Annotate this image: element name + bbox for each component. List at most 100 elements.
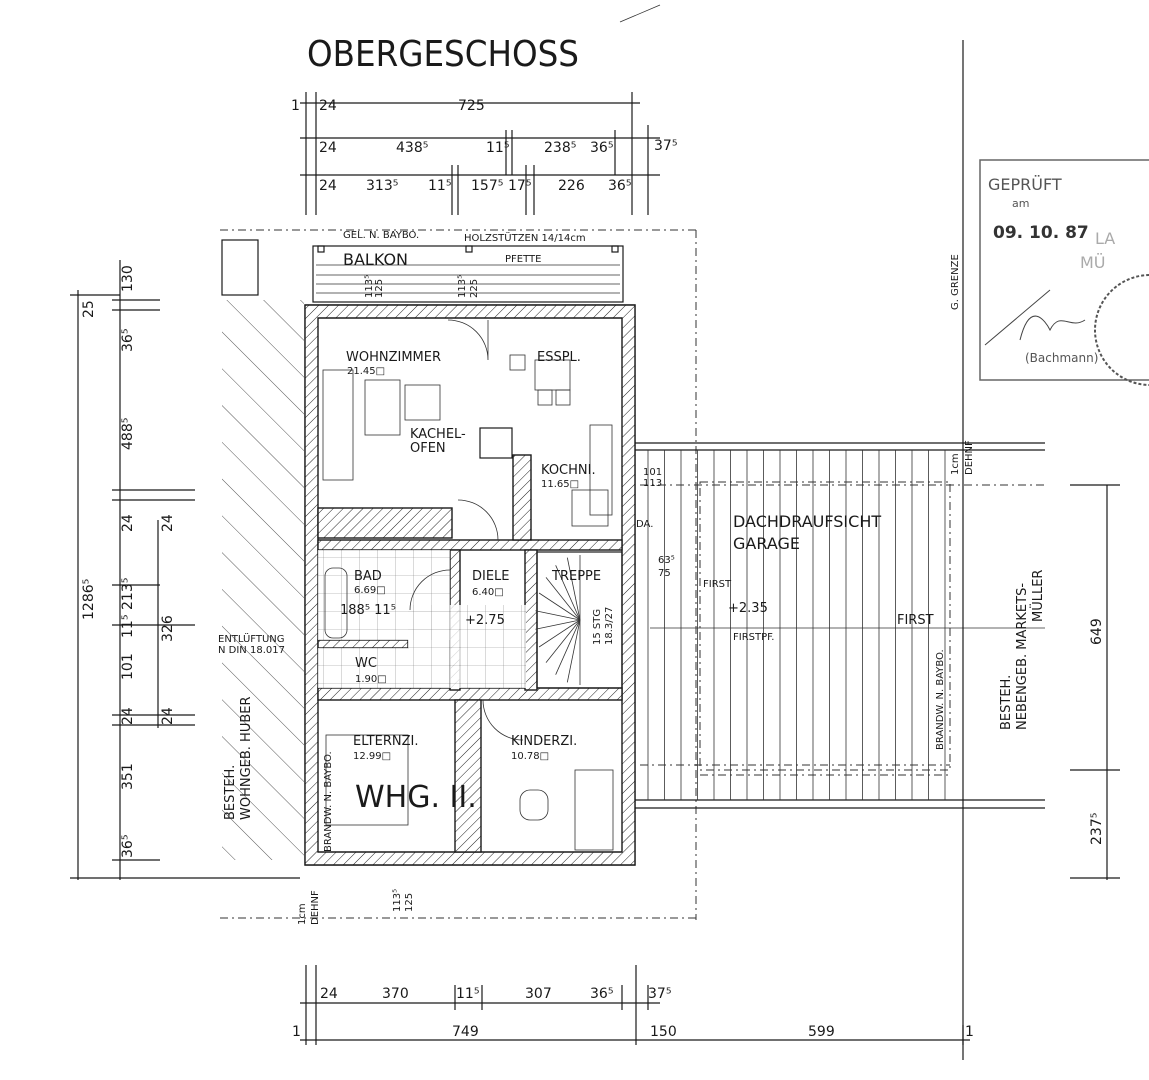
dim-label: 1 xyxy=(291,98,300,114)
pencil-mark xyxy=(619,4,661,23)
dim-label: 130 xyxy=(120,265,136,292)
stair-step xyxy=(545,577,581,621)
dim-label: GEPRÜFT xyxy=(988,175,1062,194)
dim-label: 113 xyxy=(643,478,662,489)
dim-label: 36⁵ xyxy=(120,835,136,858)
neighbor-building-hatch xyxy=(222,300,304,860)
neighbor-label: BESTEH. xyxy=(223,765,238,820)
wc-tiles xyxy=(318,648,408,688)
ridge-label: FIRST xyxy=(703,579,732,590)
dim-label: 36⁵ xyxy=(120,329,136,352)
dim-label: 113⁵ xyxy=(457,275,468,298)
dim-label: 307 xyxy=(525,986,552,1002)
dim-label: 237⁵ xyxy=(1089,813,1105,845)
dim-label: 125 xyxy=(374,279,385,298)
room-area: 11.65□ xyxy=(541,479,579,490)
dim-label: 36⁵ xyxy=(590,140,613,156)
stair-steps xyxy=(535,555,581,685)
dim-label: 24 xyxy=(319,98,337,114)
dim-label: 157⁵ xyxy=(471,178,503,194)
room-name: ELTERNZI. xyxy=(353,734,418,749)
dim-label: 24 xyxy=(120,514,136,532)
room-name: DIELE xyxy=(472,569,510,584)
hall-tiles xyxy=(408,605,526,688)
dim-label: 63⁵ xyxy=(658,555,675,566)
dim-label: 24 xyxy=(160,514,176,532)
seal xyxy=(1094,274,1149,386)
vent-note: ENTLÜFTUNG xyxy=(218,632,285,645)
dim-label: 488⁵ xyxy=(120,418,136,450)
room-name: WOHNZIMMER xyxy=(346,350,441,365)
dim-label: 25 xyxy=(81,300,97,318)
floor-level: +2.75 xyxy=(465,613,505,628)
firewall-label: BRANDW. N. BAYBO. xyxy=(935,649,946,750)
boundary-label: G. GRENZE xyxy=(950,254,961,310)
room-labels: WOHNZIMMER 21.45□ ESSPL. KACHEL- OFEN KO… xyxy=(340,350,615,815)
stair-steps-label: 15 STG xyxy=(592,609,603,645)
stair-step xyxy=(538,592,581,621)
dim-label: 438⁵ xyxy=(396,140,428,156)
dim-label: 24 xyxy=(319,178,337,194)
room-area: 6.69□ xyxy=(354,585,386,596)
dim-label: 17⁵ xyxy=(508,178,531,194)
neighbor-label: BESTEH. xyxy=(999,675,1014,730)
ridge-purlin-label: FIRSTPF. xyxy=(733,632,774,643)
dim-label: 351 xyxy=(120,763,136,790)
room-name: KINDERZI. xyxy=(511,734,577,749)
room-name: BAD xyxy=(354,569,382,584)
dim-label: 11⁵ xyxy=(428,178,451,194)
dim-label: 113⁵ xyxy=(364,275,375,298)
dim-label: 313⁵ xyxy=(366,178,398,194)
balcony-label: BALKON xyxy=(343,250,408,269)
dim-label: 24 xyxy=(120,707,136,725)
dim-label: 370 xyxy=(382,986,409,1002)
balcony: GEL. N. BAYBO. HOLZSTÜTZEN 14/14cm BALKO… xyxy=(312,230,624,303)
dim-label: 238⁵ xyxy=(544,140,576,156)
room-name: KOCHNI. xyxy=(541,463,596,478)
staircase xyxy=(536,551,623,689)
stair-step xyxy=(555,565,581,621)
stair-step xyxy=(535,619,581,630)
room-area: 12.99□ xyxy=(353,751,391,762)
dim-label: 24 xyxy=(160,707,176,725)
top-dimension-chain: 1 24 725 24 438⁵ 11⁵ 238⁵ 36⁵ 37⁵ 24 313… xyxy=(291,92,677,215)
stair-step xyxy=(538,619,581,648)
approval-stamp: GEPRÜFT am 09. 10. 87 LA MÜ (Bachmann) xyxy=(979,159,1149,386)
neighbor-label: WOHNGEB. HUBER xyxy=(239,696,254,820)
vent-note: N DIN 18.017 xyxy=(218,645,285,656)
dim-label: 1286⁵ xyxy=(81,579,97,620)
firewall-label: BRANDW. N. BAYBO. xyxy=(323,751,334,852)
dim-label: LA xyxy=(1095,229,1115,248)
room-name: KACHEL- xyxy=(410,427,466,442)
joint-label: DEHNF xyxy=(310,890,321,925)
property-outline xyxy=(220,229,700,920)
dim-label: 24 xyxy=(320,986,338,1002)
stair-step xyxy=(535,610,581,621)
stair-step xyxy=(545,619,581,663)
da-label: DA. xyxy=(636,519,653,530)
dim-label: MÜ xyxy=(1080,253,1106,272)
neighbor-balcony xyxy=(221,239,259,296)
dim-label: 125 xyxy=(404,893,415,912)
dim-label: am xyxy=(1012,197,1029,210)
stair-ratio-label: 18.3/27 xyxy=(604,607,615,645)
dim-label: 36⁵ xyxy=(608,178,631,194)
neighbor-label: MÜLLER xyxy=(1029,570,1046,622)
dim-label: 188⁵ 11⁵ xyxy=(340,603,396,618)
left-side-labels: ENTLÜFTUNG N DIN 18.017 BESTEH. WOHNGEB.… xyxy=(218,632,415,925)
dim-label: 11⁵ xyxy=(456,986,479,1002)
dim-label: 24 xyxy=(319,140,337,156)
room-area: 21.45□ xyxy=(347,366,385,377)
dim-label: 326 xyxy=(160,615,176,642)
room-name: WC xyxy=(355,656,377,671)
dim-label: 75 xyxy=(658,568,671,579)
room-area: 10.78□ xyxy=(511,751,549,762)
balcony-note: GEL. N. BAYBO. xyxy=(343,230,419,241)
garage-title: DACHDRAUFSICHT xyxy=(733,512,881,531)
left-dimension-chain: 25 130 36⁵ 488⁵ 1286⁵ 24 24 213⁵ 11⁵ 326… xyxy=(70,260,300,880)
bottom-dimension-chain: 24 370 11⁵ 307 36⁵ 37⁵ 1 749 150 599 1 xyxy=(292,965,974,1045)
dim-label: 649 xyxy=(1089,618,1105,645)
dim-label: 599 xyxy=(808,1024,835,1040)
signature xyxy=(984,289,1086,346)
